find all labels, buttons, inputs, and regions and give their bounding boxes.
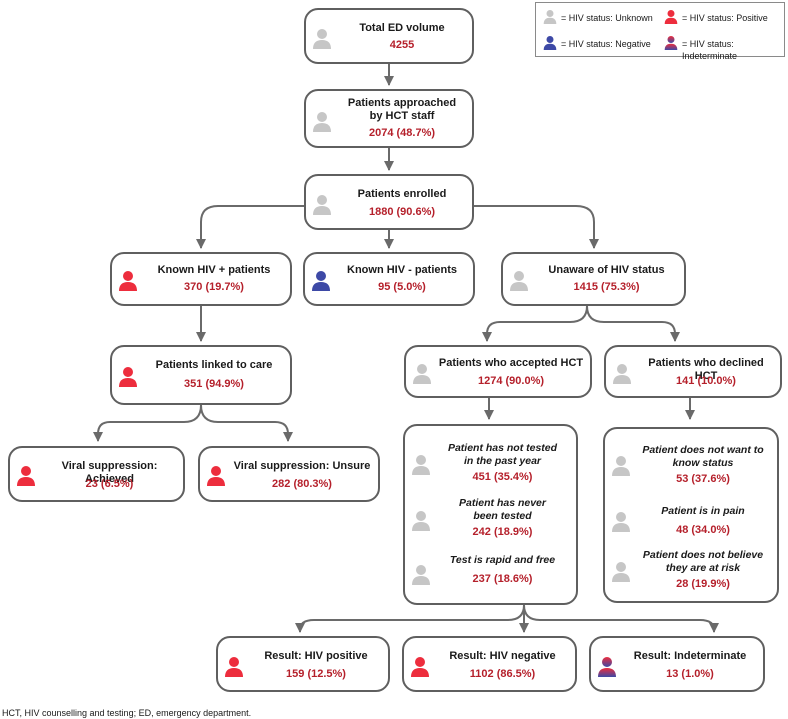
person-unknown-icon [611, 511, 631, 533]
node-viral-suppression-unsure: Viral suppression: Unsure 282 (80.3%) [198, 446, 380, 502]
person-unknown-icon [312, 28, 332, 50]
node-value: 141 (10.0%) [676, 375, 736, 387]
node-viral-suppression-achieved: Viral suppression: Achieved 23 (6.5%) [8, 446, 185, 502]
person-positive-icon [118, 366, 138, 388]
person-unknown-icon [411, 454, 431, 476]
node-value: 159 (12.5%) [286, 668, 346, 680]
reason-value: 451 (35.4%) [472, 471, 533, 483]
node-title-line2: by HCT staff [369, 110, 435, 122]
legend-negative: = HIV status: Negative [561, 39, 651, 49]
person-unknown-icon [312, 111, 332, 133]
node-title: Patients linked to care [155, 359, 273, 371]
node-patients-enrolled: Patients enrolled 1880 (90.6%) [304, 174, 474, 230]
reason-value: 53 (37.6%) [676, 473, 730, 485]
node-value: 1274 (90.0%) [477, 375, 545, 387]
node-result-indeterminate: Result: Indeterminate 13 (1.0%) [589, 636, 765, 692]
reason-value: 28 (19.9%) [676, 578, 730, 590]
person-unknown-icon [411, 510, 431, 532]
reason-line2: they are at risk [665, 562, 741, 574]
reason-line1: Patient has not tested [447, 442, 558, 454]
reason-line2: in the past year [463, 455, 542, 467]
node-title: Patients enrolled [357, 188, 447, 200]
node-patients-declined-hct: Patients who declined HCT 141 (10.0%) [604, 345, 782, 398]
reason-line1: Patient is in pain [661, 505, 745, 517]
reason-line2: know status [672, 457, 734, 469]
node-value: 1880 (90.6%) [368, 206, 436, 218]
person-unknown-icon [611, 561, 631, 583]
reason-line2: been tested [473, 510, 532, 522]
node-title: Unaware of HIV status [548, 264, 665, 276]
reason-value: 242 (18.9%) [472, 526, 533, 538]
person-indeterminate-icon [597, 656, 617, 678]
node-title: Known HIV + patients [157, 264, 271, 276]
footnote: HCT, HIV counselling and testing; ED, em… [2, 708, 252, 718]
reason-value: 48 (34.0%) [676, 524, 730, 536]
person-positive-icon [206, 465, 226, 487]
reason-line1: Test is rapid and free [449, 554, 556, 566]
person-positive-icon [410, 656, 430, 678]
node-title: Viral suppression: Achieved [61, 460, 158, 485]
legend-indeterminate: = HIV status: Indeterminate [682, 39, 738, 61]
node-value: 4255 [389, 39, 415, 51]
node-unaware-of-hiv-status: Unaware of HIV status 1415 (75.3%) [501, 252, 686, 306]
node-total-ed-volume: Total ED volume 4255 [304, 8, 474, 64]
node-title: Known HIV - patients [347, 264, 457, 276]
node-value: 2074 (48.7%) [368, 127, 436, 139]
node-title: Patients who declined HCT [648, 357, 764, 382]
node-title: Patients who accepted HCT [438, 357, 584, 369]
reason-value: 237 (18.6%) [472, 573, 533, 585]
node-known-hiv-negative: Known HIV - patients 95 (5.0%) [303, 252, 475, 306]
node-value: 370 (19.7%) [184, 281, 244, 293]
reason-line1: Patient does not believe [642, 549, 764, 561]
node-value: 1102 (86.5%) [469, 668, 536, 680]
person-negative-icon [311, 270, 331, 292]
person-unknown-icon [312, 194, 332, 216]
person-positive-icon [664, 9, 678, 25]
declined-reasons-box: Patient does not want to know status 53 … [603, 427, 779, 603]
reason-line1: Patient does not want to [642, 444, 764, 456]
node-patients-approached: Patients approached by HCT staff 2074 (4… [304, 89, 474, 148]
person-positive-icon [118, 270, 138, 292]
node-patients-accepted-hct: Patients who accepted HCT 1274 (90.0%) [404, 345, 592, 398]
person-unknown-icon [509, 270, 529, 292]
person-unknown-icon [611, 455, 631, 477]
node-value: 282 (80.3%) [272, 478, 332, 490]
person-positive-icon [16, 465, 36, 487]
node-title: Result: Indeterminate [633, 650, 747, 662]
node-title: Total ED volume [359, 22, 445, 34]
legend: = HIV status: Unknown = HIV status: Posi… [535, 2, 785, 61]
node-title-line1: Patients approached [347, 97, 457, 109]
person-unknown-icon [412, 363, 432, 385]
legend-unknown: = HIV status: Unknown [561, 13, 653, 23]
node-result-hiv-negative: Result: HIV negative 1102 (86.5%) [402, 636, 577, 692]
person-unknown-icon [411, 564, 431, 586]
person-indeterminate-icon [664, 35, 678, 51]
node-value: 95 (5.0%) [378, 281, 426, 293]
person-positive-icon [224, 656, 244, 678]
node-known-hiv-positive: Known HIV + patients 370 (19.7%) [110, 252, 292, 306]
accepted-reasons-box: Patient has not tested in the past year … [403, 424, 578, 605]
node-value: 13 (1.0%) [666, 668, 714, 680]
person-unknown-icon [612, 363, 632, 385]
node-title: Result: HIV negative [449, 650, 556, 662]
reason-line1: Patient has never [459, 497, 546, 509]
node-title: Viral suppression: Unsure [233, 460, 371, 472]
person-negative-icon [543, 35, 557, 51]
person-unknown-icon [543, 9, 557, 25]
node-value: 23 (6.5%) [85, 478, 134, 490]
node-title: Result: HIV positive [264, 650, 368, 662]
node-patients-linked-to-care: Patients linked to care 351 (94.9%) [110, 345, 292, 405]
node-result-hiv-positive: Result: HIV positive 159 (12.5%) [216, 636, 390, 692]
legend-positive: = HIV status: Positive [682, 13, 768, 23]
node-value: 1415 (75.3%) [573, 281, 640, 293]
node-value: 351 (94.9%) [184, 378, 244, 390]
